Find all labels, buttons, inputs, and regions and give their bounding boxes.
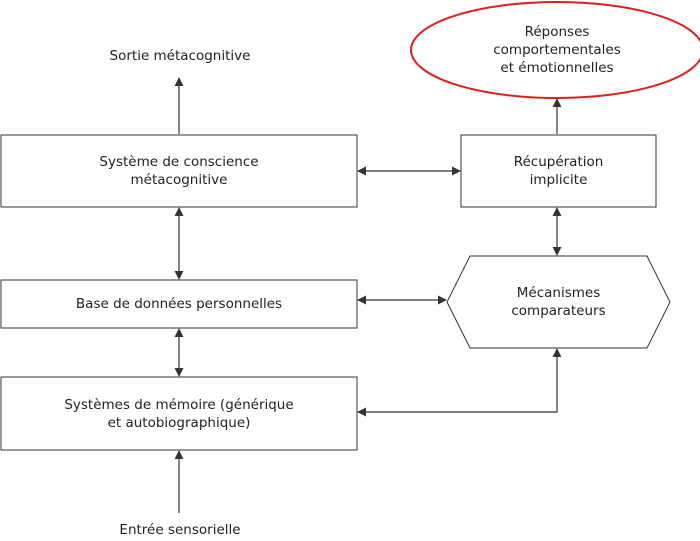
recuperation-label: Récupération implicite	[513, 154, 604, 188]
comparateurs-hexagon	[446, 255, 671, 349]
arrow-comparateurs-memoire	[357, 348, 562, 417]
comparateurs-label: Mécanismes comparateurs	[511, 285, 606, 319]
base-label: Base de données personnelles	[75, 296, 283, 312]
base-box	[0, 279, 358, 329]
memoire-label: Systèmes de mémoire (générique et autobi…	[64, 396, 294, 431]
memoire-box	[0, 376, 358, 451]
input-label: Entrée sensorielle	[119, 522, 241, 538]
conscience-box	[0, 134, 358, 208]
recuperation-box	[460, 134, 657, 208]
output-label: Sortie métacognitive	[109, 48, 251, 64]
reponses-label: Réponses comportementales et émotionnell…	[493, 24, 621, 76]
conscience-label: Système de conscience métacognitive	[99, 154, 259, 188]
reponses-ellipse	[410, 1, 700, 99]
